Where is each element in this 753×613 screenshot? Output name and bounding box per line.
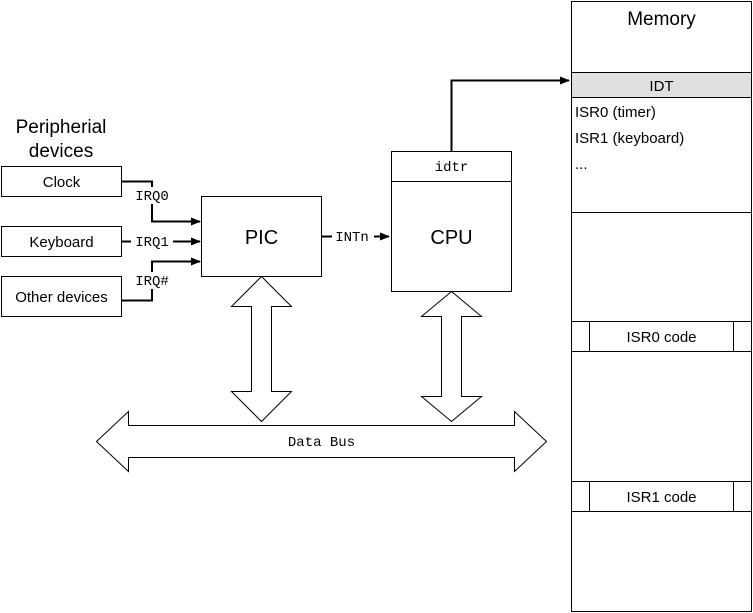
pic-bus-double-arrow	[230, 275, 293, 423]
irq1-label: IRQ1	[135, 235, 169, 251]
memory-block: Memory IDT ISR0 (timer) ISR1 (keyboard) …	[571, 1, 752, 612]
memory-title: Memory	[627, 9, 696, 30]
irqn-label: IRQ#	[135, 274, 169, 290]
intn-label: INTn	[335, 230, 369, 246]
idt-entry: ...	[575, 156, 588, 173]
isr1-code-region: ISR1 code	[571, 481, 752, 512]
clock-device: Clock	[1, 166, 122, 197]
pic-label: PIC	[245, 227, 278, 249]
idt-entry: ISR1 (keyboard)	[575, 130, 684, 147]
data-bus-label: Data Bus	[288, 435, 355, 451]
isr0-code-label: ISR0 code	[626, 329, 696, 346]
keyboard-label: Keyboard	[29, 234, 93, 251]
isr0-code-region: ISR0 code	[571, 321, 752, 352]
cpu-bus-double-arrow	[420, 290, 483, 423]
irq0-label: IRQ0	[135, 189, 169, 205]
idt-header	[571, 72, 752, 98]
cpu-label: CPU	[430, 227, 472, 249]
keyboard-device: Keyboard	[1, 226, 122, 257]
cpu-block: idtr CPU	[391, 151, 512, 292]
idtr-to-idt-connector	[450, 76, 570, 152]
clock-label: Clock	[43, 174, 81, 191]
other-devices-label: Other devices	[15, 289, 108, 306]
idt-table: IDT ISR0 (timer) ISR1 (keyboard) ...	[571, 72, 752, 213]
other-devices: Other devices	[1, 276, 122, 317]
pic-block: PIC	[201, 196, 322, 277]
idt-entry: ISR0 (timer)	[575, 104, 656, 121]
peripherals-heading-line1: Peripherial	[16, 117, 107, 138]
peripherals-heading-line2: devices	[29, 141, 93, 162]
isr1-code-label: ISR1 code	[626, 489, 696, 506]
idtr-register-label: idtr	[435, 160, 469, 176]
idt-label: IDT	[649, 78, 673, 95]
data-bus	[95, 410, 548, 473]
